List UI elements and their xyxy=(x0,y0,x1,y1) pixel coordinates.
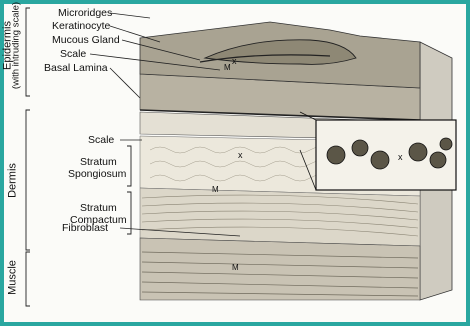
mark-m-epidermis: M xyxy=(224,62,231,73)
mark-m-muscle: M xyxy=(232,262,239,273)
label-keratinocyte: Keratinocyte xyxy=(52,21,110,32)
label-stratum-spongiosum-2: Spongiosum xyxy=(68,169,126,180)
mark-x-dermis: x xyxy=(238,150,243,161)
label-stratum-compactum-1: Stratum xyxy=(80,203,117,214)
label-mucous-gland: Mucous Gland xyxy=(52,35,120,46)
label-basal-lamina: Basal Lamina xyxy=(44,63,108,74)
label-scale-upper: Scale xyxy=(60,49,86,60)
label-stratum-spongiosum-1: Stratum xyxy=(80,157,117,168)
label-scale-dermis: Scale xyxy=(88,135,114,146)
mark-x-inset: x xyxy=(398,152,403,163)
region-dermis: Dermis xyxy=(8,156,19,206)
mark-m-dermis: M xyxy=(212,184,219,195)
label-microridges: Microridges xyxy=(58,8,112,19)
muscle-layer xyxy=(140,238,420,300)
mark-x-epidermis: x xyxy=(232,56,237,67)
label-fibroblast: Fibroblast xyxy=(62,223,108,234)
region-muscle: Muscle xyxy=(8,253,19,303)
stratum-compactum-layer xyxy=(140,188,420,246)
region-epidermis-note: (with intruding scale) xyxy=(11,0,22,106)
